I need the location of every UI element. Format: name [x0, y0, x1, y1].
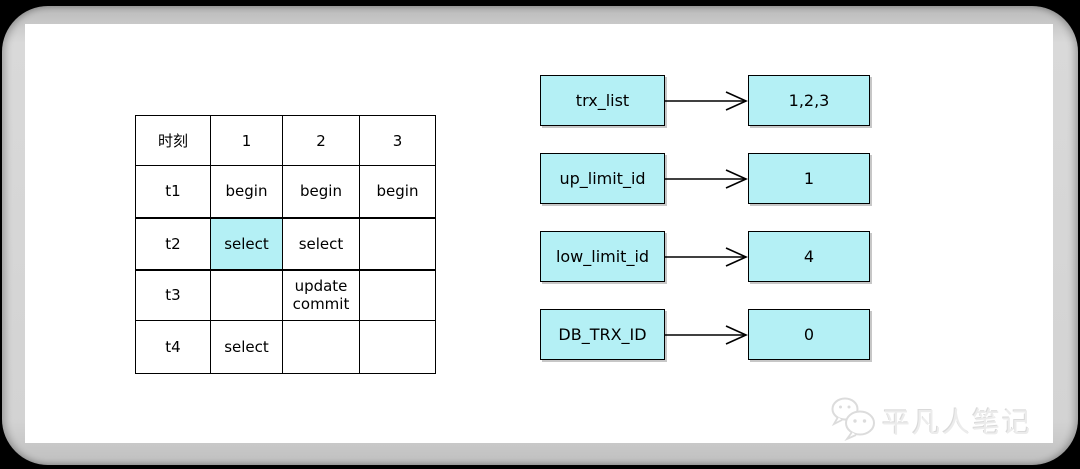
timeline-cell-t2-trx2: select	[282, 216, 360, 271]
value-box-low_limit_id: 4	[748, 231, 870, 282]
value-box-up_limit_id: 1	[748, 153, 870, 204]
label-box-up_limit_id: up_limit_id	[540, 153, 665, 204]
watermark-text: 平凡人笔记	[882, 406, 1033, 439]
value-box-DB_TRX_ID: 0	[748, 309, 870, 360]
column-header-trx-3: 3	[359, 115, 436, 166]
wechat-icon	[829, 396, 877, 446]
arrow-right-icon	[665, 244, 748, 270]
timeline-cell-t1-trx3: begin	[359, 165, 436, 218]
column-header-trx-1: 1	[210, 115, 283, 166]
label-box-DB_TRX_ID: DB_TRX_ID	[540, 309, 665, 360]
timeline-cell-t3-trx2: update commit	[282, 269, 360, 321]
timeline-cell-t2-trx3	[359, 216, 436, 271]
row-label-t2: t2	[135, 216, 211, 271]
pair-low_limit_id: low_limit_id 4	[540, 231, 870, 282]
timeline-cell-t3-trx1	[210, 269, 283, 321]
timeline-cell-t4-trx2	[282, 320, 360, 374]
timeline-cell-t4-trx1: select	[210, 320, 283, 374]
pair-trx_list: trx_list 1,2,3	[540, 75, 870, 126]
row-label-t4: t4	[135, 320, 211, 374]
arrow-right-icon	[665, 88, 748, 114]
timeline-cell-t1-trx1: begin	[210, 165, 283, 218]
column-header-trx-2: 2	[282, 115, 360, 166]
pair-up_limit_id: up_limit_id 1	[540, 153, 870, 204]
value-box-trx_list: 1,2,3	[748, 75, 870, 126]
timeline-cell-t4-trx3	[359, 320, 436, 374]
arrow-right-icon	[665, 322, 748, 348]
label-box-low_limit_id: low_limit_id	[540, 231, 665, 282]
timeline-cell-t1-trx2: begin	[282, 165, 360, 218]
watermark: 平凡人笔记	[829, 396, 1032, 446]
pair-DB_TRX_ID: DB_TRX_ID 0	[540, 309, 870, 360]
label-box-trx_list: trx_list	[540, 75, 665, 126]
timeline-cell-t3-trx3	[359, 269, 436, 321]
arrow-right-icon	[665, 166, 748, 192]
timeline-cell-t2-trx1: select	[210, 216, 283, 271]
row-label-t3: t3	[135, 269, 211, 321]
column-header-time: 时刻	[135, 115, 211, 166]
row-label-t1: t1	[135, 165, 211, 218]
